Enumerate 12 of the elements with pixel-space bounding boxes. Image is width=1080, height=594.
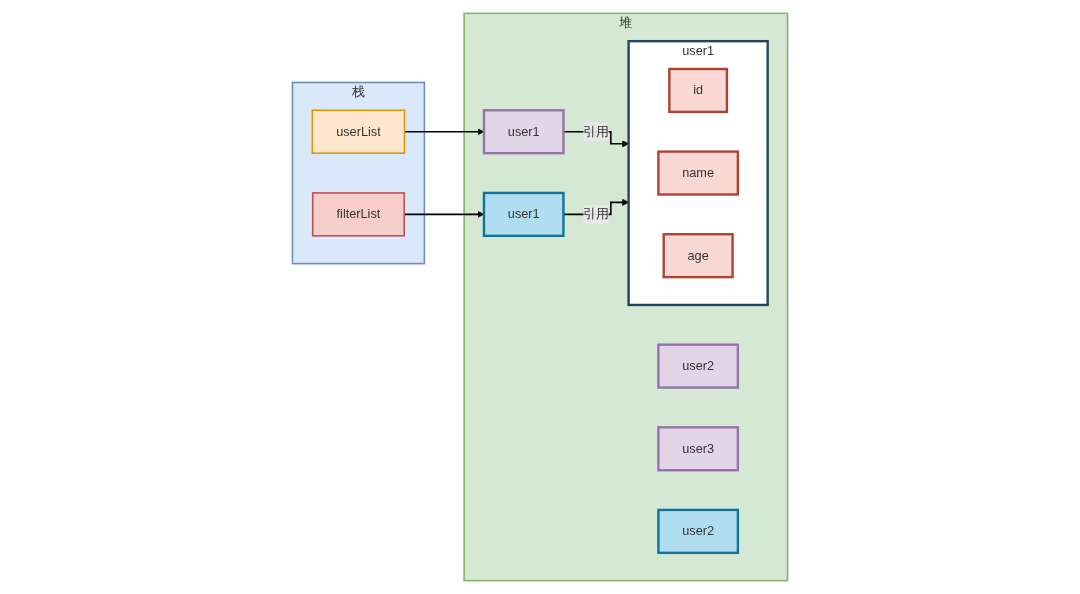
- node-box: age: [662, 233, 734, 279]
- node-box: user1: [482, 191, 565, 237]
- node-box: user3: [657, 426, 740, 472]
- node-box: name: [657, 150, 740, 196]
- node-box: user2: [657, 508, 740, 555]
- edge-label: 引用: [583, 124, 609, 139]
- node-box: userList: [311, 109, 406, 154]
- node-box: user2: [657, 343, 740, 389]
- node-box: user1: [482, 109, 565, 155]
- edge-label: 引用: [583, 207, 609, 221]
- node-box: id: [668, 67, 729, 114]
- node-box: filterList: [311, 192, 405, 237]
